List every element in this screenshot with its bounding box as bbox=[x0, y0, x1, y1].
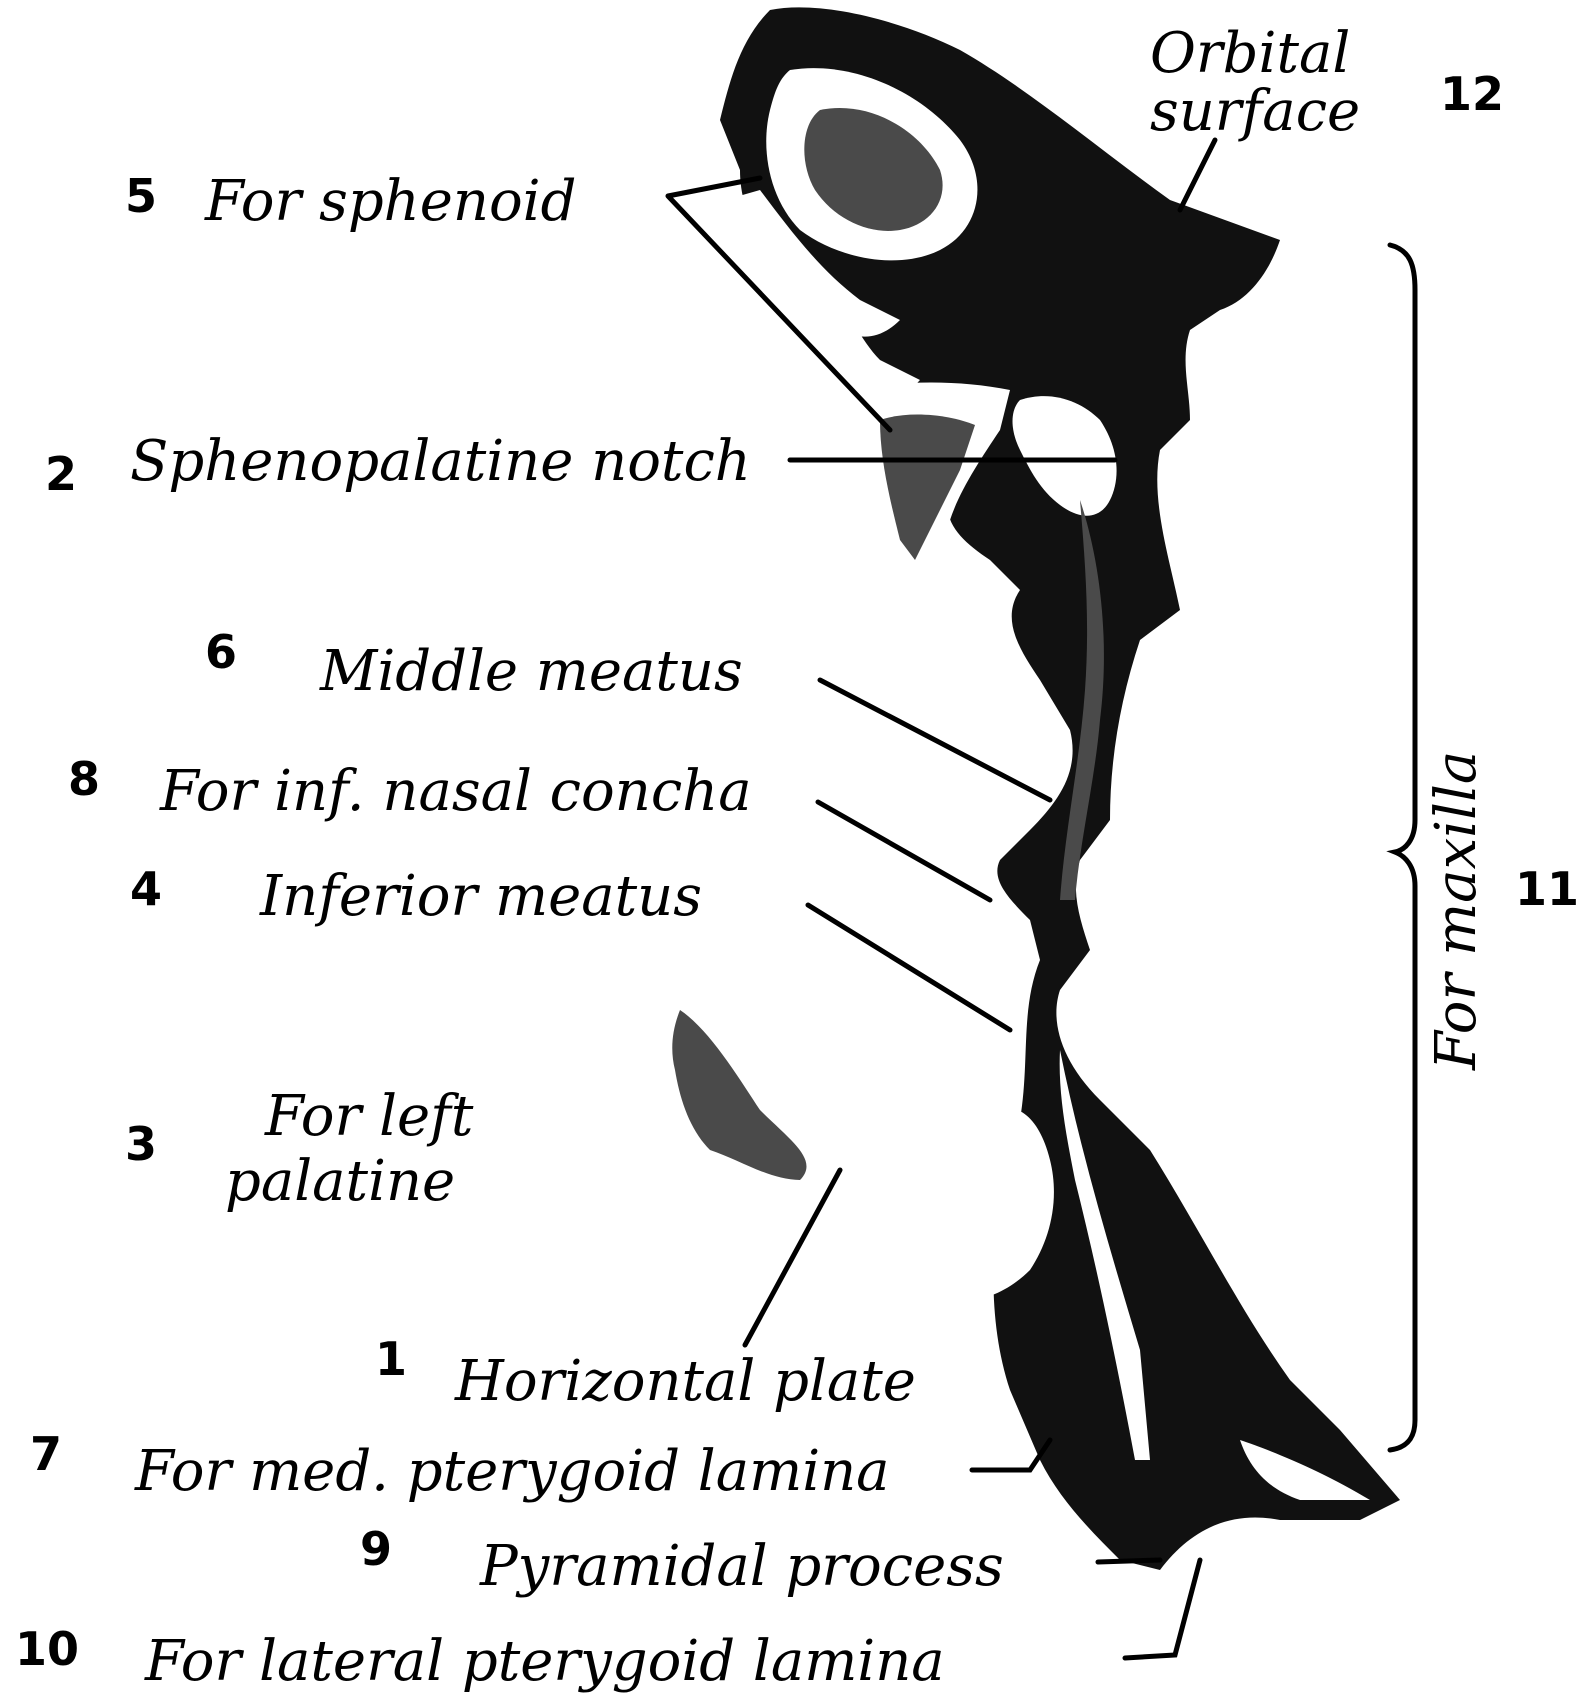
marker-for-sphenoid: 5 bbox=[125, 169, 157, 223]
leader-middle-meatus bbox=[820, 680, 1050, 800]
marker-orbital-surface: 12 bbox=[1440, 67, 1504, 121]
label-inferior-meatus: Inferior meatus bbox=[259, 864, 702, 929]
marker-lateral-pterygoid: 10 bbox=[15, 1622, 79, 1676]
label-med-pterygoid: For med. pterygoid lamina bbox=[134, 1439, 890, 1504]
label-sphenopalatine-notch: Sphenopalatine notch bbox=[130, 429, 751, 494]
label-pyramidal-process: Pyramidal process bbox=[479, 1534, 1004, 1599]
label-for-maxilla: For maxilla bbox=[1424, 751, 1489, 1071]
label-horizontal-plate: Horizontal plate bbox=[454, 1349, 916, 1414]
leader-inferior-meatus bbox=[808, 905, 1010, 1030]
marker-pyramidal-process: 9 bbox=[360, 1522, 392, 1576]
label-inf-nasal-concha: For inf. nasal concha bbox=[159, 759, 752, 824]
marker-horizontal-plate: 1 bbox=[375, 1332, 407, 1386]
marker-middle-meatus: 6 bbox=[205, 625, 237, 679]
label-lateral-pterygoid: For lateral pterygoid lamina bbox=[144, 1629, 945, 1694]
leader-inf-nasal-concha bbox=[818, 802, 990, 900]
label-orbital-surface-line2: surface bbox=[1150, 79, 1360, 144]
label-middle-meatus: Middle meatus bbox=[319, 639, 743, 704]
label-for-sphenoid: For sphenoid bbox=[204, 169, 576, 234]
marker-med-pterygoid: 7 bbox=[30, 1427, 62, 1481]
label-for-left-palatine-line1: For left bbox=[264, 1084, 474, 1149]
marker-sphenopalatine-notch: 2 bbox=[45, 447, 77, 501]
maxilla-brace bbox=[1390, 245, 1415, 1450]
marker-for-left-palatine: 3 bbox=[125, 1117, 157, 1171]
label-orbital-surface-line1: Orbital bbox=[1150, 21, 1350, 86]
leader-orbital-surface bbox=[1180, 140, 1215, 210]
marker-for-maxilla: 11 bbox=[1515, 862, 1579, 916]
label-for-left-palatine-line2: palatine bbox=[225, 1149, 455, 1214]
marker-inferior-meatus: 4 bbox=[130, 862, 162, 916]
leader-lateral-pterygoid bbox=[1125, 1560, 1200, 1658]
marker-inf-nasal-concha: 8 bbox=[68, 752, 100, 806]
leader-pyramidal-process bbox=[1098, 1560, 1160, 1562]
